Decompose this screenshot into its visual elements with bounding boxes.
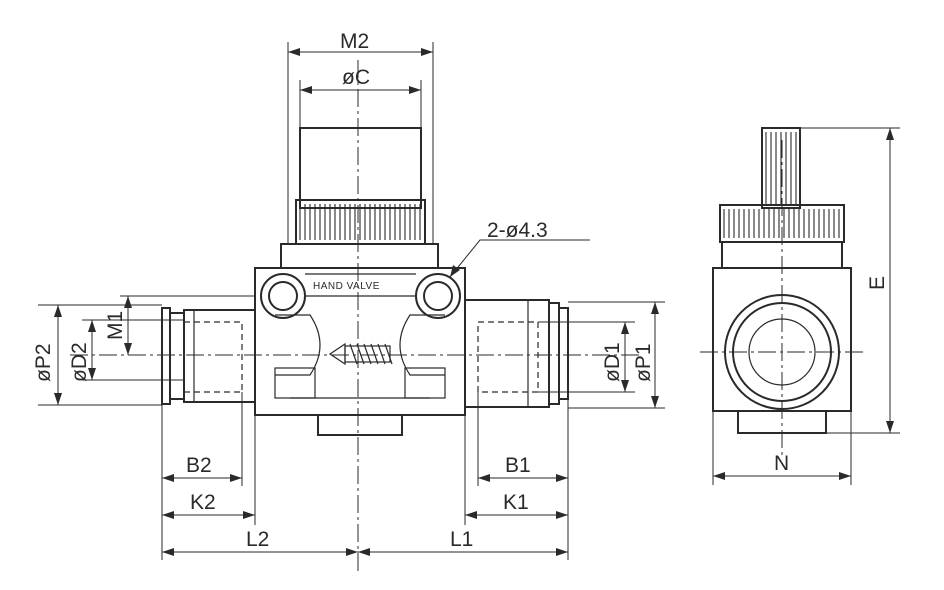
dim-label-k2: K2 [190,491,216,514]
dim-label-l1: L1 [450,528,473,551]
right-fitting [464,299,569,408]
dim-label-holes: 2-ø4.3 [487,219,548,242]
dim-label-m2: M2 [340,30,369,53]
dim-label-e: E [866,276,889,290]
dim-label-n: N [774,452,789,475]
internal-spool [274,314,446,399]
body-bottom-boss [317,414,403,436]
dim-label-phi-c: øC [342,66,370,89]
dim-label-b2: B2 [186,454,212,477]
dim-label-phi-p1: øP1 [632,343,655,382]
knob-knurling [299,204,421,240]
dim-label-phi-d2: øD2 [68,342,91,382]
front-dimensions: M2 øC 2-ø4.3 øP2 øD2 M1 [32,30,665,560]
dim-label-phi-d1: øD1 [601,342,624,382]
hand-valve-label: HAND VALVE [313,281,380,292]
dim-label-phi-p2: øP2 [32,343,55,382]
side-dimensions: E N [712,127,900,485]
mounting-holes [260,273,461,319]
side-knob-knurling [723,132,840,238]
dim-label-m1: M1 [104,311,127,340]
dim-label-k1: K1 [503,491,529,514]
front-view: HAND VALVE [70,60,640,575]
dim-label-l2: L2 [246,528,269,551]
left-fitting [161,307,256,405]
knob [280,127,439,269]
dim-label-b1: B1 [505,454,531,477]
side-view [700,127,865,455]
